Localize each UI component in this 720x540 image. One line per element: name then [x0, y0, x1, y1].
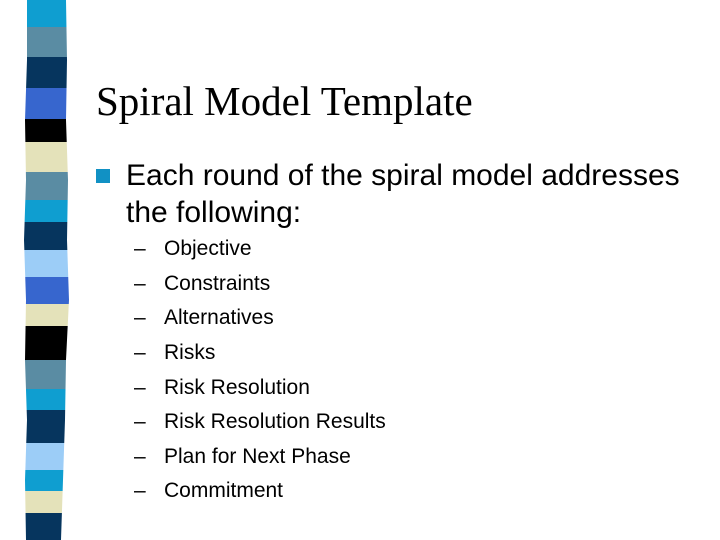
- sub-bullet-text: Constraints: [164, 271, 271, 295]
- sub-bullet-item: –Risks: [96, 341, 686, 376]
- sub-bullet-text: Risk Resolution: [164, 375, 310, 399]
- stripe-band: [24, 513, 69, 540]
- sub-bullet-item: –Alternatives: [96, 306, 686, 341]
- stripe-band: [24, 360, 69, 389]
- dash-bullet-icon: –: [134, 340, 146, 364]
- sub-bullet-item: –Commitment: [96, 479, 686, 514]
- stripe-band: [24, 410, 69, 443]
- stripe-band: [24, 27, 69, 57]
- bullet-level1-text: Each round of the spiral model addresses…: [126, 159, 680, 229]
- stripe-band: [24, 250, 69, 277]
- stripe-band: [24, 88, 69, 119]
- stripe-band: [24, 277, 69, 304]
- stripe-band: [24, 470, 69, 491]
- sub-bullet-item: –Constraints: [96, 272, 686, 307]
- sub-bullet-list: –Objective–Constraints–Alternatives–Risk…: [96, 237, 686, 514]
- sub-bullet-item: –Objective: [96, 237, 686, 272]
- stripe-band: [24, 200, 69, 222]
- dash-bullet-icon: –: [134, 375, 146, 399]
- stripe-band: [24, 222, 69, 250]
- stripe-band: [24, 57, 69, 88]
- stripe-band: [24, 443, 69, 470]
- dash-bullet-icon: –: [134, 444, 146, 468]
- dash-bullet-icon: –: [134, 271, 146, 295]
- stripe-color-bands: [24, 0, 69, 540]
- stripe-band: [24, 304, 69, 326]
- stripe-band: [24, 389, 69, 410]
- dash-bullet-icon: –: [134, 306, 146, 330]
- sub-bullet-item: –Risk Resolution Results: [96, 410, 686, 445]
- sub-bullet-text: Commitment: [164, 479, 284, 503]
- left-decorative-stripe: [0, 0, 90, 540]
- dash-bullet-icon: –: [134, 410, 146, 434]
- stripe-band: [24, 0, 69, 27]
- sub-bullet-text: Alternatives: [164, 306, 274, 330]
- sub-bullet-text: Risks: [164, 340, 216, 364]
- sub-bullet-item: –Risk Resolution: [96, 376, 686, 411]
- stripe-band: [24, 172, 69, 200]
- sub-bullet-item: –Plan for Next Phase: [96, 445, 686, 480]
- sub-bullet-text: Plan for Next Phase: [164, 444, 351, 468]
- slide-body: Each round of the spiral model addresses…: [96, 158, 686, 514]
- stripe-band: [24, 119, 69, 142]
- stripe-band: [24, 142, 69, 172]
- stripe-band: [24, 491, 69, 513]
- dash-bullet-icon: –: [134, 237, 146, 261]
- sub-bullet-text: Risk Resolution Results: [164, 410, 386, 434]
- square-bullet-icon: [96, 169, 110, 183]
- stripe-svg: [24, 0, 69, 540]
- dash-bullet-icon: –: [134, 479, 146, 503]
- bullet-level1: Each round of the spiral model addresses…: [96, 158, 686, 231]
- sub-bullet-text: Objective: [164, 237, 252, 261]
- slide-title: Spiral Model Template: [96, 78, 473, 125]
- stripe-band: [24, 326, 69, 360]
